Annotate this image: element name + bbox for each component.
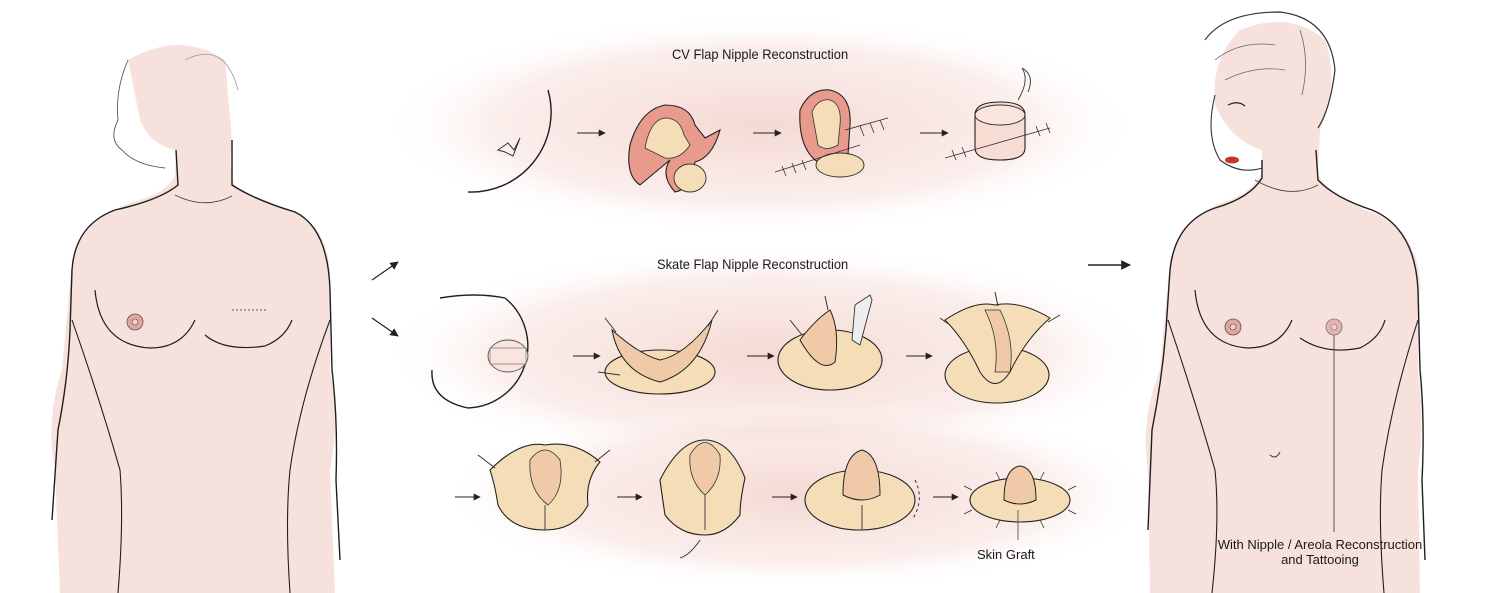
skate-step-2 [597,309,719,395]
cv-step-1 [467,89,552,193]
cv-flap-row [467,67,1051,193]
cv-step-4 [944,67,1051,161]
result-caption-line-2: and Tattooing [1281,552,1359,567]
hair-outline [1204,11,1336,129]
skate-flap-row-2 [455,439,1077,559]
cv-step-3 [774,89,889,178]
result-caption: With Nipple / Areola Reconstruction and … [1205,537,1435,567]
cv-step-2 [628,104,721,193]
skate-step-6 [659,439,746,559]
cv-flap-title: CV Flap Nipple Reconstruction [672,46,849,62]
skate-step-3 [777,294,883,391]
skate-flap-row-1 [431,291,1061,409]
right-arrow-icon [371,261,399,281]
patient-after-figure [1145,11,1426,593]
skate-step-7 [804,449,920,531]
skate-flap-title: Skate Flap Nipple Reconstruction [657,256,849,272]
skate-step-8 [963,465,1077,540]
torso-fill [51,45,335,593]
branch-arrows [371,260,1131,337]
skin-graft-label: Skin Graft [977,547,1035,562]
right-arrow-icon [371,317,399,337]
result-caption-line-1: With Nipple / Areola Reconstruction [1217,537,1423,552]
patient-before-figure [51,45,341,593]
skate-step-5 [477,443,611,531]
torso-fill [1145,22,1422,593]
skate-step-1 [431,294,529,409]
skate-step-4 [939,291,1061,404]
lips [1225,156,1239,164]
